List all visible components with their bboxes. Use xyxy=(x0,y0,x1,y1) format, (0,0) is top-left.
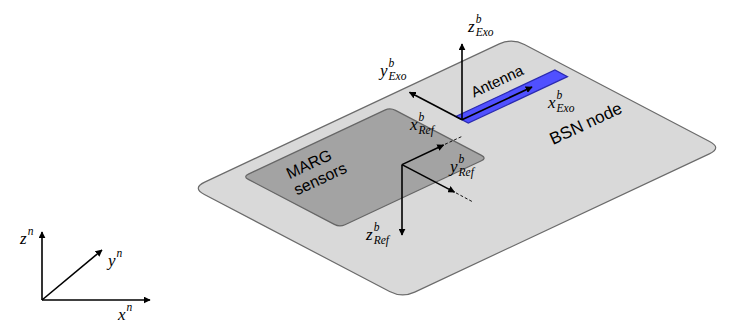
nav-axis-label: y xyxy=(108,252,116,269)
antenna-strip: Antenna xyxy=(440,50,576,130)
board-outline-outline xyxy=(198,41,715,295)
ref-axis-label-superscript: b xyxy=(459,154,465,166)
ref-axis-label: y xyxy=(450,158,458,175)
exo-axis-label-superscript: b xyxy=(389,58,395,70)
nav-y-axis xyxy=(42,250,102,300)
ref-axis-label: z xyxy=(366,226,373,243)
nav-x-axis xyxy=(42,299,150,301)
exo-axis-label-subscript: Exo xyxy=(389,71,407,83)
exo-axis-label: z xyxy=(468,18,475,35)
ref-axis-label-subscript: Ref xyxy=(374,235,389,247)
ref-axis-label-superscript: b xyxy=(374,222,380,234)
antenna-label: Antenna xyxy=(468,61,526,100)
nav-axis-label-superscript: n xyxy=(117,248,123,260)
sensor-label: MARG sensors xyxy=(283,136,364,200)
exo-z-axis xyxy=(461,44,463,120)
exo-axis-label-superscript: b xyxy=(476,14,482,26)
sensor-panel-outline xyxy=(246,109,484,226)
exo-axis-label-subscript: Exo xyxy=(557,103,575,115)
exo-axis-label-subscript: Exo xyxy=(476,27,494,39)
nav-z-axis xyxy=(41,232,43,300)
nav-axis-label: x xyxy=(118,306,126,323)
nav-axis-label: z xyxy=(20,230,27,247)
ref-z-axis xyxy=(401,165,403,235)
ref-axis-label: x xyxy=(410,116,418,133)
exo-axis-label: y xyxy=(380,62,388,79)
ref-axis-label-subscript: Ref xyxy=(419,125,434,137)
ref-axis-label-superscript: b xyxy=(419,112,425,124)
nav-axis-label-superscript: n xyxy=(28,226,34,238)
exo-axis-label-superscript: b xyxy=(557,90,563,102)
nav-axis-label-superscript: n xyxy=(127,302,133,314)
exo-axis-label: x xyxy=(548,94,556,111)
antenna-strip-shape xyxy=(440,50,576,130)
ref-axis-label-subscript: Ref xyxy=(459,167,474,179)
